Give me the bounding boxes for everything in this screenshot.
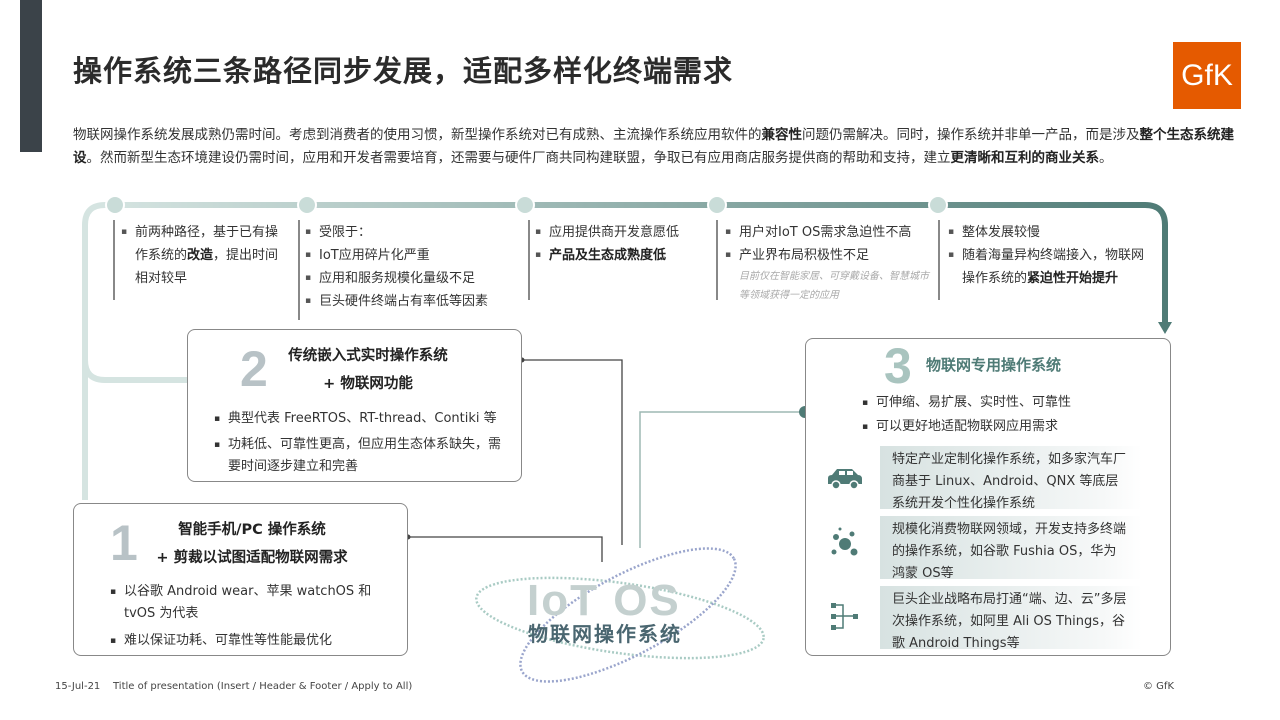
divider xyxy=(938,220,940,300)
divider xyxy=(528,220,530,300)
divider xyxy=(716,220,718,300)
path-3-list: 可伸缩、易扩展、实时性、可靠性可以更好地适配物联网应用需求 xyxy=(862,392,1152,438)
path-number: 1 xyxy=(110,515,138,571)
path-1-list: 以谷歌 Android wear、苹果 watchOS 和 tvOS 为代表难以… xyxy=(110,581,380,652)
example-strip: 规模化消费物联网领域，开发支持多终端的操作系统，如谷歌 Fushia OS，华为… xyxy=(880,516,1142,581)
path-3-heading: 物联网专用操作系统 xyxy=(926,356,1062,374)
hierarchy-icon xyxy=(831,603,858,630)
iot-os-caption: 物联网操作系统 xyxy=(528,622,682,646)
example-strip: 特定产业定制化操作系统，如多家汽车厂商基于 Linux、Android、QNX … xyxy=(880,446,1142,511)
car-icon xyxy=(828,469,862,490)
footer-date: 15-Jul-21 xyxy=(55,681,101,692)
path-2-card: 2 传统嵌入式实时操作系统+ 物联网功能 典型代表 FreeRTOS、RT-th… xyxy=(187,329,522,482)
page-title: 操作系统三条路径同步发展，适配多样化终端需求 xyxy=(73,54,734,88)
gfk-logo: GfK xyxy=(1173,42,1241,109)
timeline-col-3: 应用提供商开发意愿低产品及生态成熟度低 xyxy=(535,221,715,267)
example-strip: 巨头企业战略布局打通“端、边、云”多层次操作系统，如阿里 Ali OS Thin… xyxy=(880,586,1142,651)
timeline-col-2: 受限于：IoT应用碎片化严重应用和服务规模化量级不足巨头硬件终端占有率低等因素 xyxy=(305,221,525,313)
molecule-icon xyxy=(831,527,858,556)
side-accent-bar xyxy=(20,0,42,152)
path-number: 3 xyxy=(884,338,912,394)
iot-os-wordmark: IoT OS xyxy=(527,576,681,625)
timeline-col-1: 前两种路径，基于已有操作系统的改造，提出时间相对较早 xyxy=(121,221,281,290)
footer-copyright: © GfK xyxy=(1143,681,1175,692)
path-2-list: 典型代表 FreeRTOS、RT-thread、Contiki 等功耗低、可靠性… xyxy=(214,408,504,478)
divider xyxy=(298,220,300,320)
path-1-card: 1 智能手机/PC 操作系统+ 剪裁以试图适配物联网需求 以谷歌 Android… xyxy=(73,503,408,656)
timeline-col-4: 用户对IoT OS需求急迫性不高产业界布局积极性不足目前仅在智能家居、可穿戴设备… xyxy=(725,221,935,305)
path-number: 2 xyxy=(240,341,268,397)
path-1-heading: 智能手机/PC 操作系统+ 剪裁以试图适配物联网需求 xyxy=(156,522,348,566)
path-2-heading: 传统嵌入式实时操作系统+ 物联网功能 xyxy=(288,348,448,392)
footer-title: Title of presentation (Insert / Header &… xyxy=(113,681,413,692)
timeline-col-5: 整体发展较慢随着海量异构终端接入，物联网操作系统的紧迫性开始提升 xyxy=(948,221,1148,290)
divider xyxy=(113,220,115,300)
intro-paragraph: 物联网操作系统发展成熟仍需时间。考虑到消费者的使用习惯，新型操作系统对已有成熟、… xyxy=(73,127,1234,166)
